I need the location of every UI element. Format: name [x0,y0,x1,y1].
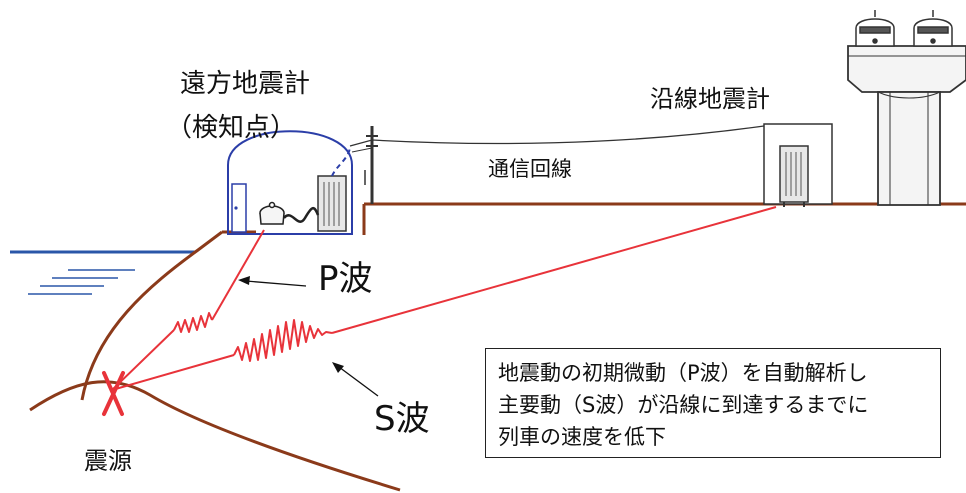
epicenter-label: 震源 [84,447,132,475]
explanation-line: 地震動の初期微動（P波）を自動解析し [498,361,868,385]
comm-line-lower [351,147,373,153]
sea [10,250,196,295]
hut-door [231,183,247,233]
explanation-line: 列車の速度を低下 [498,425,666,449]
train-icon [913,10,953,47]
remote-seismometer-label: 遠方地震計 [180,69,311,99]
wayside-seismometer-label: 沿線地震計 [650,85,770,113]
remote-seismometer-hut [227,130,353,235]
hut-outline [227,130,353,235]
cable-drop-dashed [331,145,351,177]
ground [29,202,966,492]
fault-curve [29,380,401,492]
wayside-seismometer-building [763,123,833,207]
viaduct [847,45,966,206]
explanation-line: 主要動（S波）が沿線に到達するまでに [498,393,869,417]
s-wave-ray [331,206,777,334]
viaduct-deck [847,45,966,93]
viaduct-pier [877,91,941,206]
recorder-cabinet [317,175,347,232]
s-wave-arrow [338,366,379,397]
wayside-cabinet [779,145,809,203]
sensor-cable [283,207,320,223]
s-wave-ray [111,354,235,391]
comm-line [349,125,765,147]
hut-door-knob [234,206,238,210]
p-wave-ray [111,329,175,391]
comm-line-label: 通信回線 [488,157,572,181]
p-wave-arrow [245,280,307,287]
p-wave-ray [211,229,265,321]
p-wave-label: P波 [318,259,373,299]
s-wave-label: S波 [374,399,430,439]
epicenter-x-icon [102,371,125,416]
s-wave-zigzag [233,319,333,362]
explanation-box: 地震動の初期微動（P波）を自動解析し 主要動（S波）が沿線に到達するまでに 列車… [485,348,941,458]
detection-point-label: （検知点） [166,113,297,143]
p-wave-zigzag [173,312,213,333]
coast-slope [80,230,223,401]
utility-pole [364,126,378,204]
arrows [238,276,379,397]
seismic-waves [111,206,777,391]
sensor-icon [259,201,285,225]
train-icon [855,10,895,47]
